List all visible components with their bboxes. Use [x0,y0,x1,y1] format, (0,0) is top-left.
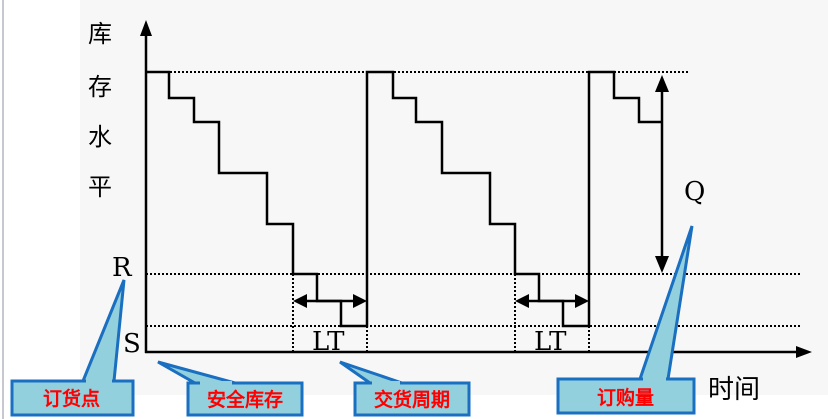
callout-safety-stock [186,381,304,417]
y-label-char: 平 [88,173,112,201]
y-label-char: 水 [88,123,112,151]
x-axis-label: 时间 [708,375,760,405]
inventory-level-line [146,70,662,328]
y-label-char: 存 [88,73,112,101]
callout-label: 订购量 [597,386,654,409]
lead-time-arrows [293,294,589,308]
y-axis-arrow-icon [140,20,152,36]
callouts [10,225,696,417]
order-quantity-label: Q [684,177,705,207]
plot-background [80,0,828,395]
order-quantity-arrow [655,75,669,273]
reorder-point-label: R [112,253,133,283]
y-label-char: 库 [88,20,112,48]
x-axis-arrow-icon [796,346,812,358]
callout-order-quantity [556,377,696,415]
lead-time-label: LT [534,327,567,357]
arrow-right-icon [353,294,367,308]
arrow-down-icon [655,256,669,273]
y-axis-label: 库 存 水 平 [88,20,112,201]
callout-label: 安全库存 [207,388,283,411]
callout-reorder-point [10,379,135,417]
arrow-right-icon [575,294,589,308]
lead-time-label: LT [312,327,345,357]
axes [140,20,812,358]
arrow-up-icon [655,75,669,92]
arrow-left-icon [293,294,307,308]
callout-lead-time [353,381,471,417]
safety-stock-label: S [123,329,141,359]
arrow-left-icon [515,294,529,308]
callout-label: 订货点 [43,387,100,410]
callout-label: 交货周期 [374,388,450,411]
